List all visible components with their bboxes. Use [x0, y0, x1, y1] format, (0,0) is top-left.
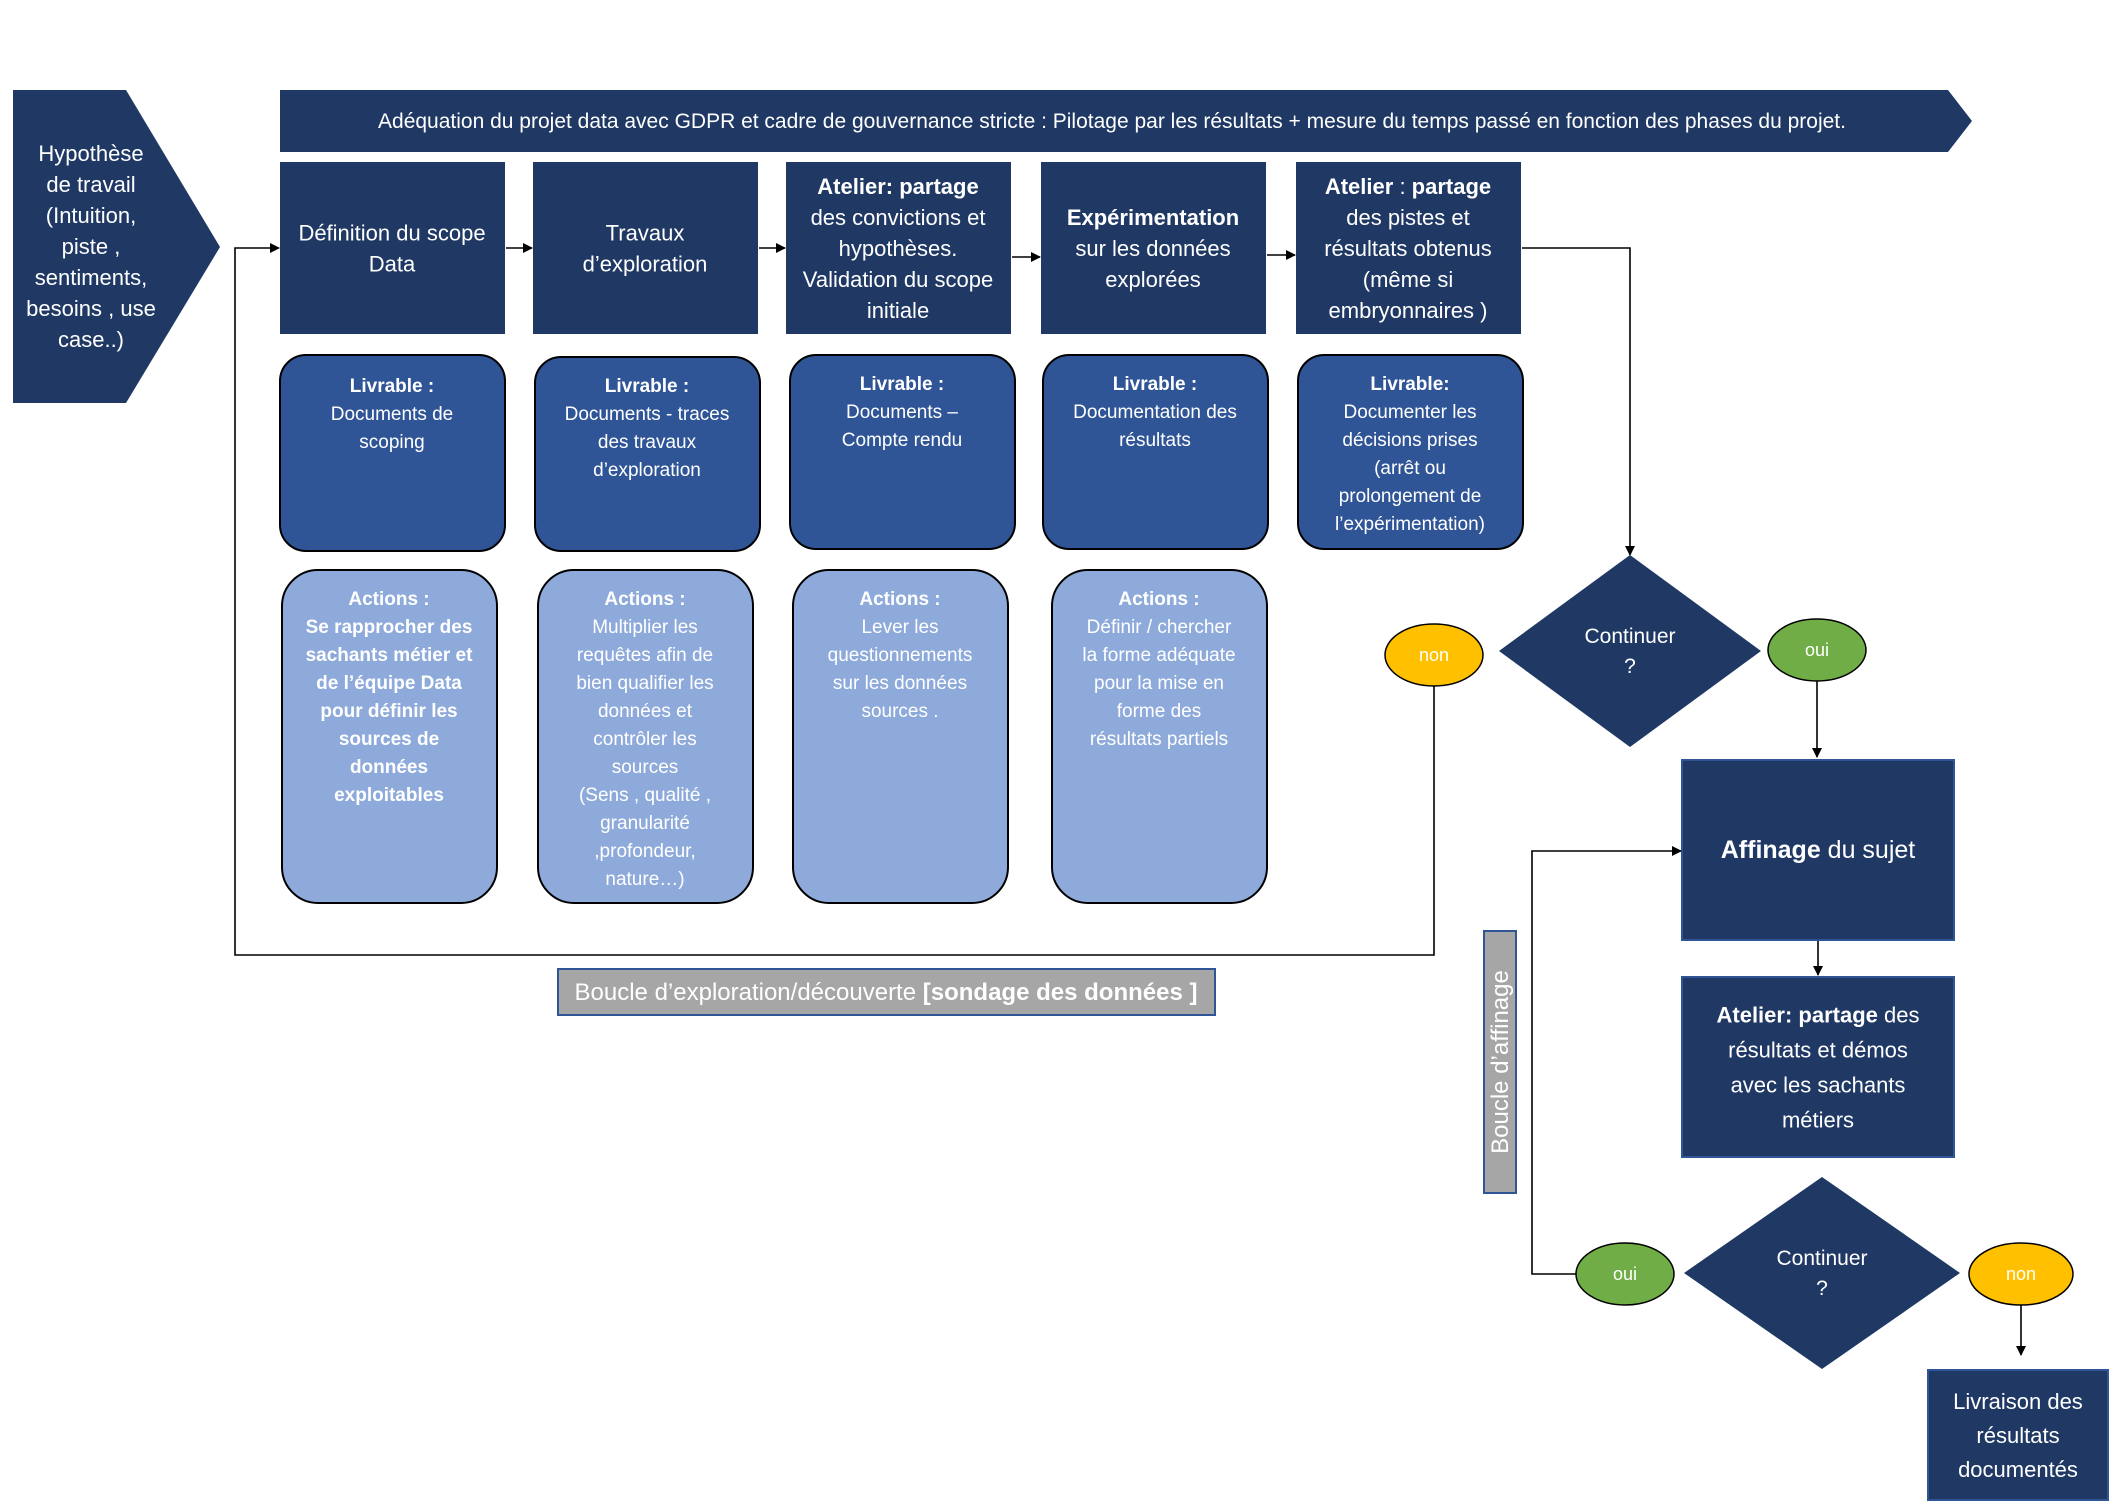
- governance-banner-text: Adéquation du projet data avec GDPR et c…: [378, 110, 1846, 133]
- decision-continue-2: Continuer?: [1684, 1177, 1960, 1369]
- refinement-loop-connector: [1531, 846, 1682, 1275]
- exploration-loop-connector: [234, 243, 1435, 956]
- deliverable-box-report: Livrable :Documents –Compte rendu: [789, 354, 1016, 550]
- exploration-loop-label: Boucle d’exploration/découverte [sondage…: [557, 968, 1216, 1016]
- decision-continue-2-text: Continuer?: [1776, 1247, 1867, 1300]
- oval-oui-1: oui: [1767, 618, 1867, 682]
- refinement-loop-text: Boucle d’affinage: [1487, 970, 1514, 1154]
- oval-non-1: non: [1384, 623, 1484, 687]
- governance-banner: Adéquation du projet data avec GDPR et c…: [280, 90, 1972, 152]
- oval-non-2-text: non: [2006, 1264, 2036, 1284]
- refinement-box: Affinage du sujet: [1681, 759, 1955, 941]
- exploration-loop-text: Boucle d’exploration/découverte [sondage…: [575, 979, 1198, 1006]
- oval-non-1-text: non: [1419, 645, 1449, 665]
- decision-continue-1: Continuer?: [1499, 555, 1761, 747]
- oval-oui-2-text: oui: [1613, 1264, 1637, 1284]
- arrow-down-icon: [1522, 247, 1635, 556]
- refinement-loop-label: Boucle d’affinage: [1483, 930, 1517, 1194]
- oval-non-2: non: [1968, 1242, 2074, 1306]
- oval-oui-1-text: oui: [1805, 640, 1829, 660]
- deliverable-report-text: Livrable :Documents –Compte rendu: [842, 374, 962, 451]
- oval-oui-2: oui: [1575, 1242, 1675, 1306]
- decision-continue-1-text: Continuer?: [1584, 625, 1675, 678]
- refinement-text: Affinage du sujet: [1721, 836, 1916, 864]
